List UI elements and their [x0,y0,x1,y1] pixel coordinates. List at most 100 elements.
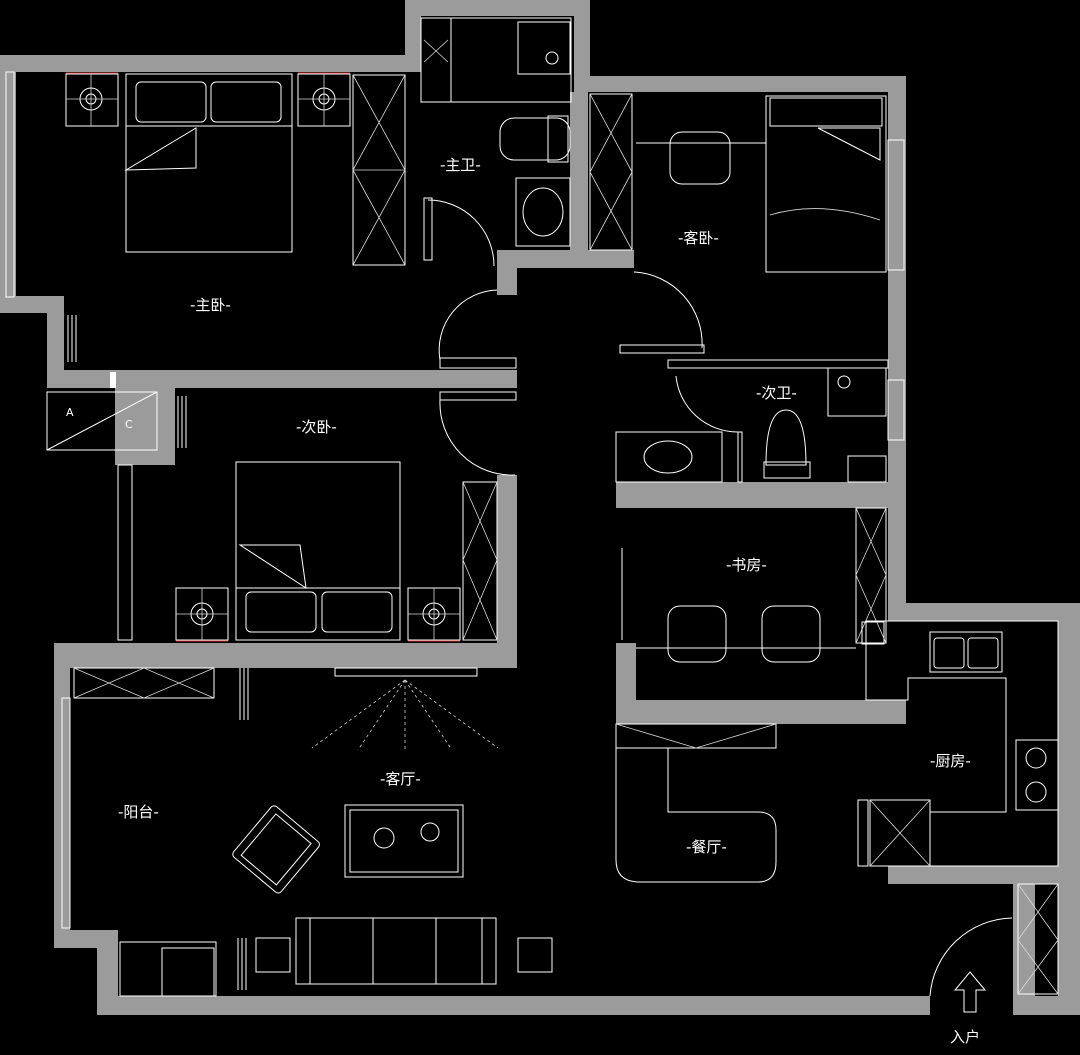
study-chair [667,605,727,663]
balcony-storage [119,941,217,997]
wall-top-master [0,55,420,72]
wall-entry-right [1013,866,1035,1006]
entrance: 入户 [929,883,1059,1046]
tv-stand [334,667,478,677]
ac-unit: A C [46,391,158,451]
label-dining-room: -餐厅- [686,838,727,856]
entry-door-swing [929,917,1013,997]
wall-second-bottom [54,643,517,668]
shower-drain [517,21,571,75]
guest-window [887,139,905,271]
cooktop [1015,739,1059,811]
armchair [232,805,320,894]
label-second-bath: -次卫- [756,384,797,402]
wall-ac-bottom [115,450,175,465]
balcony-cabinet [73,667,215,699]
bath-door-swing [427,199,495,267]
guest-wardrobe [589,93,633,251]
study-chair [761,605,821,663]
label-living-room: -客厅- [380,770,421,788]
pillow [135,81,207,123]
dining-bar-counter [615,748,777,883]
second-door-swing [439,399,516,476]
label-study: -书房- [726,556,767,574]
radiator [67,315,77,362]
bed-sheet-fold [238,544,307,590]
wall-bath-bottom [497,250,634,268]
ac-marker-a: A [66,406,74,419]
kitchen-fixtures [857,620,1059,867]
ac-box [46,391,158,451]
side-table [255,937,291,973]
second-bath-fixtures [615,359,905,483]
wall-left-master [0,55,16,313]
washbasin [515,177,571,247]
wall-bath-left-riser [405,0,421,72]
wall-bath-guest [570,92,588,268]
living-furniture [61,667,553,997]
balcony-window [61,697,71,929]
label-second-bedroom: -次卧- [296,418,337,436]
wall-bath-right-riser [574,0,590,92]
study-cabinet [855,507,887,644]
guest-chair [669,131,731,185]
entrance-label: 入户 [950,1028,980,1046]
nightstand-left [65,73,119,127]
room-labels: -主卧- -主卫- -客卧- -次卧- -次卫- -书房- -客厅- -阳台- … [118,156,971,856]
shower-tray [827,367,887,417]
wall-kitchen-right [1058,603,1080,996]
pillow [210,81,282,123]
master-door-swing [438,289,498,361]
radiator [239,668,249,720]
wall-kitchen-top [888,603,1080,621]
entry-arrow-icon [953,971,987,1013]
master-bed [125,73,293,253]
bath2-door-swing [675,375,739,433]
washbasin-2 [615,431,723,483]
label-master-bath: -主卫- [440,156,481,174]
master-window [5,71,15,298]
wall-bath2-bottom [616,482,906,508]
guest-bed [765,95,887,273]
bath-shaft [420,17,452,103]
label-master-bedroom: -主卧- [190,296,231,314]
wall-bottom-left-riser [97,930,118,1015]
radiator [237,938,247,990]
guest-bedroom-furniture [589,93,905,354]
wall-left-step2 [47,296,64,386]
shoe-cabinet [1017,883,1059,995]
ac-marker-c: C [125,418,133,431]
bath2-window [887,379,905,441]
wall-ac-block [115,370,175,465]
wall-top-guest [574,76,906,92]
second-window [117,464,133,641]
study-furniture [621,507,887,663]
radiator [177,396,187,448]
guest-door-swing [633,271,703,349]
wall-kitchen-bottom [888,866,1080,884]
toilet-tank [547,115,569,163]
bed-sheet-fold [817,127,881,161]
corridor-doors [438,289,517,476]
bed-sheet-fold [124,127,197,171]
second-bedroom-furniture [117,396,498,642]
wall-right-guest [888,76,906,611]
coffee-table [344,804,464,878]
side-table [517,937,553,973]
master-bedroom-furniture [5,71,406,388]
label-kitchen: -厨房- [930,752,971,770]
fridge [869,799,931,867]
second-bed [235,461,401,641]
wall-top-bath [405,0,590,16]
second-wardrobe [462,481,498,641]
pillow [321,591,393,633]
pillow [245,591,317,633]
toilet-2 [765,409,807,466]
kitchen-counter [865,620,1059,867]
dining-cabinet [615,723,777,749]
wall-study-bottom [616,700,906,724]
bath2-shaft [847,455,887,483]
shower [450,17,572,103]
sofa [295,917,497,985]
dining-furniture [615,723,777,883]
